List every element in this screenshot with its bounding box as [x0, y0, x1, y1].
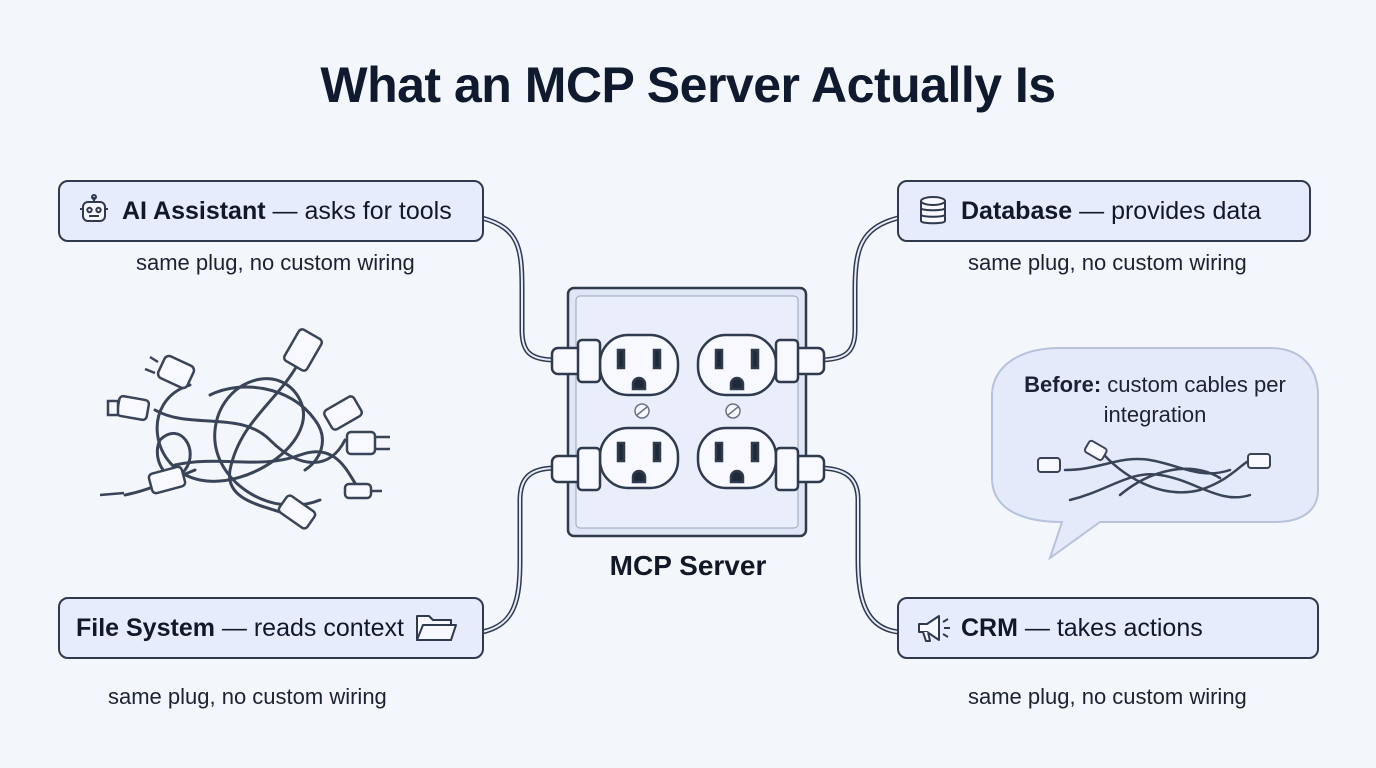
receptacle-top-right [696, 333, 778, 397]
caption-crm: same plug, no custom wiring [968, 684, 1247, 709]
node-ai-assistant: AI Assistant — asks for tools [58, 180, 484, 242]
caption-file-system: same plug, no custom wiring [108, 684, 387, 709]
cable-ai-assistant [479, 215, 559, 363]
folder-icon [415, 615, 457, 641]
plug-heads [550, 338, 826, 492]
page-title: What an MCP Server Actually Is [320, 57, 1056, 113]
outlet-plate [566, 286, 808, 538]
plate-screws [634, 403, 741, 419]
receptacle-top-left [598, 333, 680, 397]
caption-database: same plug, no custom wiring [968, 250, 1247, 275]
cable-database [815, 215, 901, 363]
node-database: Database — provides data [897, 180, 1311, 242]
node-database-name: Database [961, 196, 1073, 225]
node-ai-assistant-name: AI Assistant [122, 196, 266, 225]
database-icon [920, 196, 946, 225]
node-file-system-desc: — reads context [214, 613, 404, 642]
node-file-system-name: File System [76, 613, 215, 642]
node-database-desc: — provides data [1072, 196, 1262, 225]
before-speech-bubble [991, 347, 1319, 561]
tangled-cable-plugs [99, 328, 390, 530]
mcp-server-label: MCP Server [609, 550, 767, 581]
node-crm-name: CRM [961, 613, 1018, 642]
before-bubble-text: Before: custom cables per integration [1010, 370, 1300, 430]
caption-ai-assistant: same plug, no custom wiring [136, 250, 415, 275]
node-ai-assistant-desc: — asks for tools [265, 196, 452, 225]
robot-icon [80, 194, 108, 222]
node-crm: CRM — takes actions [897, 597, 1319, 659]
receptacle-bottom-left [598, 426, 680, 490]
receptacle-bottom-right [696, 426, 778, 490]
node-crm-desc: — takes actions [1017, 613, 1203, 642]
before-bubble-body: custom cables per integration [1101, 372, 1286, 427]
megaphone-icon [918, 615, 950, 642]
before-bubble-label: Before: [1024, 372, 1102, 397]
node-file-system: File System — reads context [58, 597, 484, 659]
